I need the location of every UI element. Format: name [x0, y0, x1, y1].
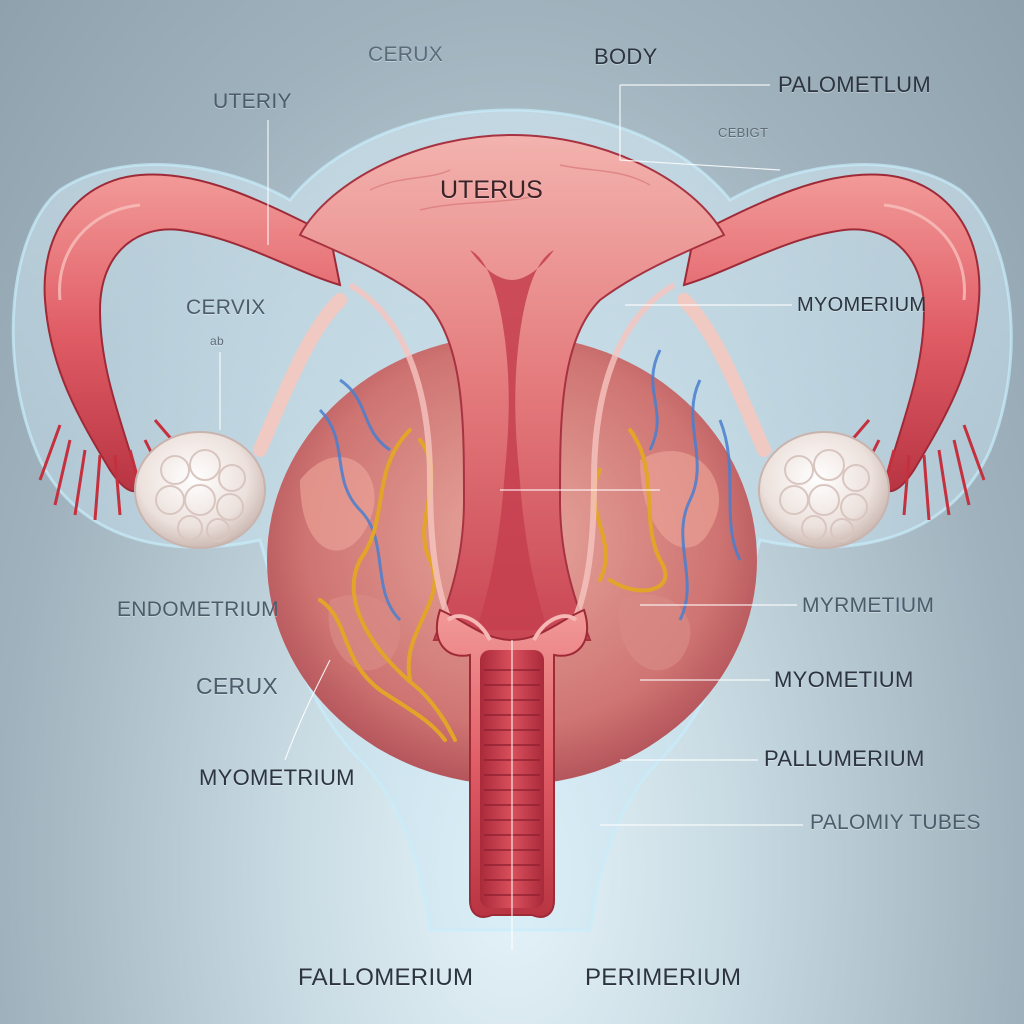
label-cerux-top: CERUX — [368, 43, 444, 66]
label-uterus: UTERUS — [440, 176, 543, 204]
right-ovary — [758, 431, 890, 549]
label-myomerium: MYOMERIUM — [797, 294, 927, 316]
label-cerux-left: CERUX — [196, 673, 279, 699]
label-myometrium: MYOMETRIUM — [199, 765, 355, 790]
label-fallomerium: FALLOMERIUM — [298, 964, 474, 991]
leader-lines — [219, 84, 803, 950]
label-cebigt: CEBIGT — [718, 125, 769, 140]
label-uteriy: UTERIY — [213, 90, 292, 113]
left-fallopian-tube — [38, 173, 342, 521]
label-palomiy-tubes: PALOMIY TUBES — [810, 811, 981, 834]
ovarian-ligaments — [253, 293, 771, 457]
label-palometlum: PALOMETLUM — [778, 72, 931, 97]
left-ovary — [134, 431, 266, 549]
label-pallumerium: PALLUMERIUM — [764, 746, 925, 771]
label-cervix: CERVIX — [186, 296, 266, 319]
uterus-body — [298, 133, 726, 642]
blood-vessels — [318, 349, 742, 622]
label-body: BODY — [594, 44, 658, 69]
label-endometrium: ENDOMETRIUM — [117, 598, 279, 621]
label-small-mark: ab — [210, 334, 224, 348]
label-myometium: MYOMETIUM — [774, 667, 914, 692]
label-perimerium: PERIMERIUM — [585, 964, 742, 991]
label-myrmetium: MYRMETIUM — [802, 594, 935, 617]
